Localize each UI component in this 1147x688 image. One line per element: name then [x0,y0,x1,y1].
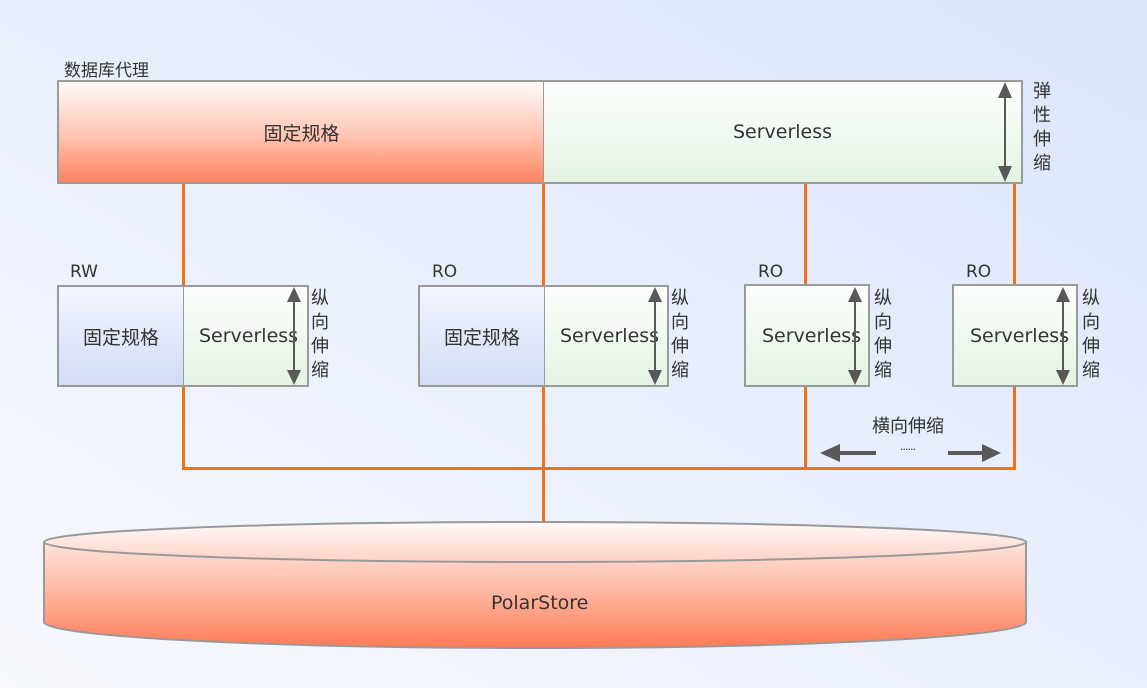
connector-bus-storage [542,467,545,522]
node-ro2-scale-label: 纵 向 伸 缩 [874,288,892,381]
proxy-fixed-label: 固定规格 [263,122,340,145]
node-rw-serverless-label: Serverless [199,325,299,347]
connector-ro3-bus [1013,386,1016,470]
proxy-serverless-label: Serverless [732,121,833,143]
connector-proxy-rw [182,183,185,286]
connector-proxy-ro2 [804,183,807,286]
node-ro3-scale-label: 纵 向 伸 缩 [1082,288,1100,381]
node-ro3-vertical-arrow [1056,287,1070,385]
node-ro2-role: RO [758,262,784,282]
connector-proxy-ro3 [1013,183,1016,286]
node-ro1-fixed[interactable]: 固定规格 [418,285,545,387]
node-rw-role: RW [70,262,98,282]
storage-cylinder-body [43,541,1027,649]
proxy-elastic-arrow [998,82,1012,182]
horizontal-right-arrow [948,444,1001,462]
node-rw-fixed[interactable]: 固定规格 [57,285,184,387]
node-ro2-serverless-label: Serverless [762,324,862,347]
storage-label: PolarStore [491,592,589,614]
proxy-serverless[interactable]: Serverless [543,80,1023,184]
node-ro3-serverless-label: Serverless [970,324,1070,347]
proxy-elastic-label: 弹 性 伸 缩 [1033,81,1051,174]
node-ro1-role: RO [432,262,458,282]
node-ro1-scale-label: 纵 向 伸 缩 [671,288,689,381]
node-rw-scale-label: 纵 向 伸 缩 [311,288,329,381]
node-ro2-vertical-arrow [848,287,862,385]
node-ro1-serverless-label: Serverless [560,325,660,347]
connector-ro1-bus [542,386,545,520]
storage-cylinder-top [43,521,1027,563]
node-ro3-role: RO [966,262,992,282]
horizontal-scale-label: 横向伸缩 [872,416,944,437]
node-ro1-vertical-arrow [648,287,662,385]
node-rw-fixed-label: 固定规格 [82,326,159,349]
proxy-title: 数据库代理 [64,61,149,81]
node-rw-vertical-arrow [287,287,301,385]
storage-bus [182,467,1016,470]
connector-ro2-bus [804,386,807,470]
connector-proxy-ro1 [542,183,545,286]
horizontal-scale-ellipsis: ...... [900,440,916,453]
node-ro1-fixed-label: 固定规格 [443,326,520,349]
proxy-fixed-spec[interactable]: 固定规格 [57,80,545,184]
connector-rw-bus [182,386,185,470]
horizontal-left-arrow [820,444,876,462]
